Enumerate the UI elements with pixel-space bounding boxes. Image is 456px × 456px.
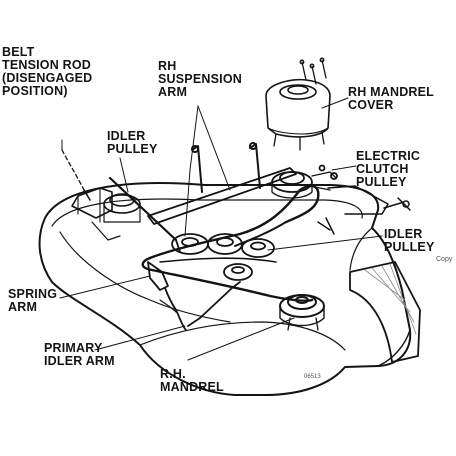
drawing-number: 06513 xyxy=(304,374,321,380)
label-electric-clutch-pulley: ELECTRIC CLUTCH PULLEY xyxy=(356,149,421,189)
belt-tension-rod xyxy=(61,149,85,191)
label-rh-mandrel-cover: RH MANDREL COVER xyxy=(348,85,435,112)
vertical-support-rods xyxy=(191,142,261,193)
leader-lines xyxy=(59,97,383,361)
primary-idler-arm-part xyxy=(187,281,241,327)
center-pulleys xyxy=(207,233,275,258)
right-housing-lip xyxy=(327,185,389,215)
label-rh-suspension-arm: RH SUSPENSION ARM xyxy=(158,59,242,99)
spring-arm-part xyxy=(147,261,187,331)
discharge-chute xyxy=(349,261,421,363)
rh-mandrel-cover-part xyxy=(265,78,331,151)
label-belt-tension-rod: BELT TENSION ROD (DISENGAGED POSITION) xyxy=(2,45,93,98)
label-idler-pulley-right: IDLER PULLEY xyxy=(384,227,435,254)
left-spindle-assembly xyxy=(71,187,141,241)
right-bracket-bolts xyxy=(317,197,411,235)
rh-suspension-arm xyxy=(108,167,297,253)
label-rh-mandrel: R.H. MANDREL xyxy=(160,367,224,394)
drive-belt xyxy=(141,184,320,302)
label-primary-idler-arm: PRIMARY IDLER ARM xyxy=(44,341,115,368)
electric-clutch-pulley-part xyxy=(271,164,338,199)
label-spring-arm: SPRING ARM xyxy=(8,287,58,314)
edge-text: Copy xyxy=(436,256,453,263)
mower-deck-shell xyxy=(38,182,412,396)
rh-mandrel-part xyxy=(279,294,325,331)
label-idler-pulley-left: IDLER PULLEY xyxy=(107,129,158,156)
idler-pulley-right-part xyxy=(223,263,253,281)
cover-bolts xyxy=(299,57,327,85)
